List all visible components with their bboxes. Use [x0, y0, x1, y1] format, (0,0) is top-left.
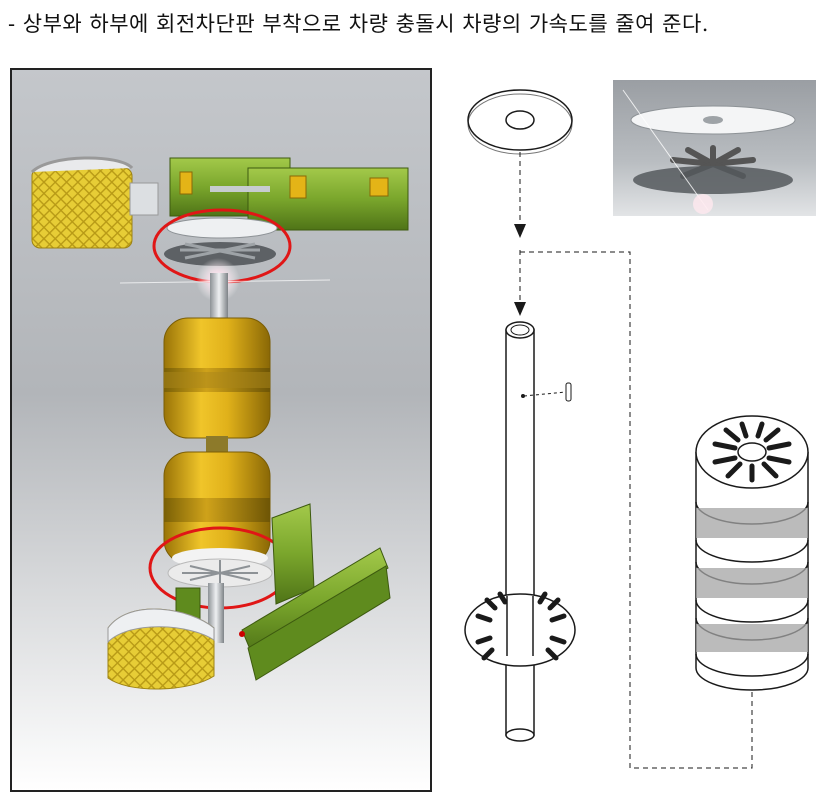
drum-stack	[695, 415, 809, 691]
top-rotating-disc	[164, 217, 278, 266]
down-arrow-icon	[514, 302, 526, 316]
bottom-rotating-disc	[167, 548, 273, 588]
caption: - 상부와 하부에 회전차단판 부착으로 차량 충돌시 차량의 가속도를 줄여 …	[8, 12, 709, 36]
top-green-frame	[169, 157, 409, 231]
bottom-reflector-band	[107, 608, 215, 690]
upper-drum	[163, 317, 271, 439]
exploded-render-panel	[10, 68, 432, 792]
down-arrow-icon	[514, 224, 526, 238]
pin-icon	[565, 382, 572, 402]
top-washer	[467, 89, 573, 155]
technical-drawing-panel	[464, 89, 809, 769]
lower-drum	[163, 451, 271, 565]
disc-photo-inset	[613, 80, 816, 216]
shaft	[505, 321, 535, 742]
top-reflector-band	[30, 156, 159, 249]
